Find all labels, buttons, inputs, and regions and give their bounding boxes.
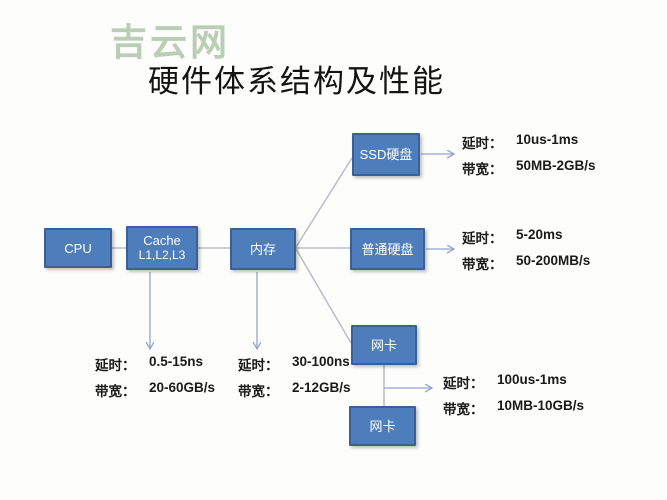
metric-row-bandwidth: 带宽： 20-60GB/s xyxy=(95,380,215,400)
node-hdd-disk: 普通硬盘 xyxy=(350,228,425,270)
metric-row-latency: 延时： 0.5-15ns xyxy=(95,354,215,374)
metric-row-bandwidth: 带宽： 10MB-10GB/s xyxy=(443,398,584,418)
node-cache-label: Cache xyxy=(143,233,181,248)
node-cache: Cache L1,L2,L3 xyxy=(126,226,198,270)
link-memory-nic xyxy=(295,248,352,344)
bandwidth-value: 10MB-10GB/s xyxy=(497,398,585,413)
metrics-cache: 延时： 0.5-15ns 带宽： 20-60GB/s xyxy=(95,354,215,406)
node-memory-label: 内存 xyxy=(249,241,276,257)
metric-row-bandwidth: 带宽： 50-200MB/s xyxy=(462,253,590,273)
site-watermark: 吉云网 xyxy=(110,22,230,63)
bandwidth-value: 50-200MB/s xyxy=(516,253,591,268)
link-memory-ssd xyxy=(295,157,353,248)
bandwidth-key: 带宽： xyxy=(238,384,279,399)
latency-value: 10us-1ms xyxy=(516,132,579,147)
metric-row-latency: 延时： 100us-1ms xyxy=(443,372,584,392)
node-cpu-label: CPU xyxy=(64,240,92,256)
node-ssd-label: SSD硬盘 xyxy=(359,147,413,162)
metric-row-bandwidth: 带宽： 50MB-2GB/s xyxy=(462,158,596,178)
latency-value: 5-20ms xyxy=(516,227,563,242)
metrics-memory: 延时： 30-100ns 带宽： 2-12GB/s xyxy=(238,354,351,406)
diagram-title: 硬件体系结构及性能 xyxy=(148,64,445,99)
metrics-nic: 延时： 100us-1ms 带宽： 10MB-10GB/s xyxy=(443,372,584,424)
metric-row-latency: 延时： 30-100ns xyxy=(238,354,351,374)
node-hdd-label: 普通硬盘 xyxy=(361,241,414,257)
node-cache-sublabel: L1,L2,L3 xyxy=(138,248,186,262)
node-nic-1: 网卡 xyxy=(351,325,417,365)
latency-value: 0.5-15ns xyxy=(149,354,204,369)
latency-key: 延时： xyxy=(462,136,503,151)
bandwidth-key: 带宽： xyxy=(95,384,136,399)
node-memory: 内存 xyxy=(230,228,296,270)
bandwidth-key: 带宽： xyxy=(462,257,503,272)
latency-key: 延时： xyxy=(238,358,279,373)
node-cpu: CPU xyxy=(44,228,112,268)
metric-row-latency: 延时： 5-20ms xyxy=(462,227,590,247)
node-nic-1-label: 网卡 xyxy=(370,337,397,353)
bandwidth-value: 2-12GB/s xyxy=(292,380,351,395)
latency-key: 延时： xyxy=(95,358,136,373)
latency-value: 100us-1ms xyxy=(497,372,567,387)
bandwidth-value: 50MB-2GB/s xyxy=(516,158,596,173)
bandwidth-value: 20-60GB/s xyxy=(149,380,216,395)
latency-value: 30-100ns xyxy=(292,354,350,369)
node-nic-2-label: 网卡 xyxy=(369,418,396,434)
metric-row-latency: 延时： 10us-1ms xyxy=(462,132,596,152)
bandwidth-key: 带宽： xyxy=(462,162,503,177)
latency-key: 延时： xyxy=(443,376,484,391)
node-nic-2: 网卡 xyxy=(349,406,416,446)
metrics-hdd: 延时： 5-20ms 带宽： 50-200MB/s xyxy=(462,227,590,279)
latency-key: 延时： xyxy=(462,231,503,246)
node-ssd-disk: SSD硬盘 xyxy=(352,133,420,176)
bandwidth-key: 带宽： xyxy=(443,402,484,417)
metrics-ssd: 延时： 10us-1ms 带宽： 50MB-2GB/s xyxy=(462,132,596,184)
metric-row-bandwidth: 带宽： 2-12GB/s xyxy=(238,380,351,400)
